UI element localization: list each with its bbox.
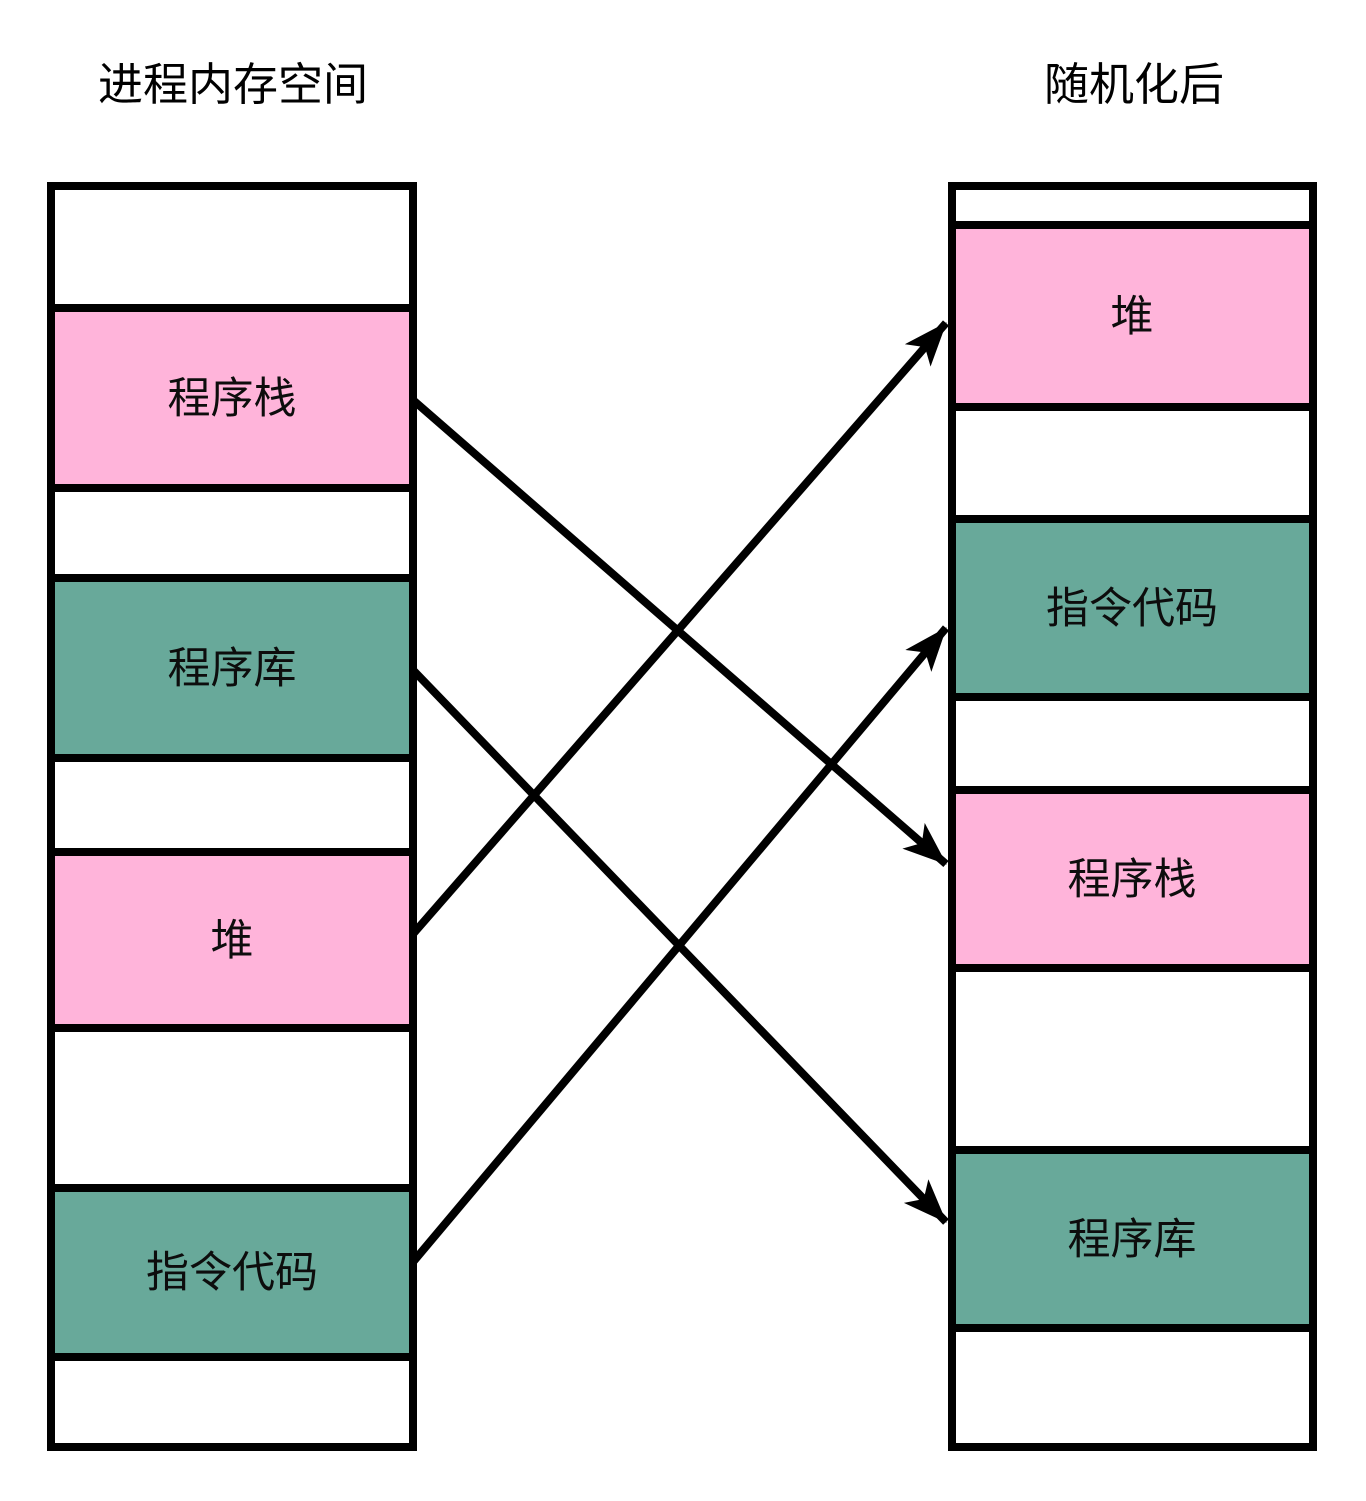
left-segment-empty-top (47, 182, 417, 312)
left-segment-heap-label: 堆 (211, 917, 254, 965)
left-segment-code-label: 指令代码 (146, 1249, 318, 1297)
right-segment-empty-bottom (948, 1324, 1317, 1451)
right-segment-library (948, 1146, 1317, 1332)
right-segment-stack-label: 程序栈 (1068, 856, 1197, 904)
right-segment-empty-3 (948, 693, 1317, 794)
right-segment-empty-2 (948, 403, 1317, 523)
left-column: 程序栈 程序库 堆 指令代码 (47, 182, 417, 1451)
arrow-heap-to-heap (409, 320, 950, 937)
right-segment-heap-label: 堆 (1111, 293, 1154, 341)
left-segment-code (47, 1184, 417, 1361)
right-segment-code-label: 指令代码 (1046, 585, 1218, 633)
left-segment-stack-label: 程序栈 (168, 375, 297, 423)
left-segment-empty-2 (47, 484, 417, 582)
left-segment-stack (47, 304, 417, 492)
right-segment-empty-top (948, 182, 1317, 229)
left-segment-empty-bottom (47, 1353, 417, 1451)
randomization-arrows (409, 320, 950, 1265)
left-segment-empty-4 (47, 1024, 417, 1192)
right-column: 堆 指令代码 程序栈 程序库 (948, 182, 1317, 1451)
right-segment-empty-4 (948, 964, 1317, 1154)
left-segment-empty-3 (47, 754, 417, 856)
right-column-title: 随机化后 (1044, 59, 1224, 110)
arrow-code-to-code (409, 625, 950, 1265)
left-column-title: 进程内存空间 (98, 59, 368, 110)
right-segment-code (948, 515, 1317, 701)
right-segment-library-label: 程序库 (1068, 1216, 1197, 1264)
left-segment-library-label: 程序库 (168, 645, 297, 693)
